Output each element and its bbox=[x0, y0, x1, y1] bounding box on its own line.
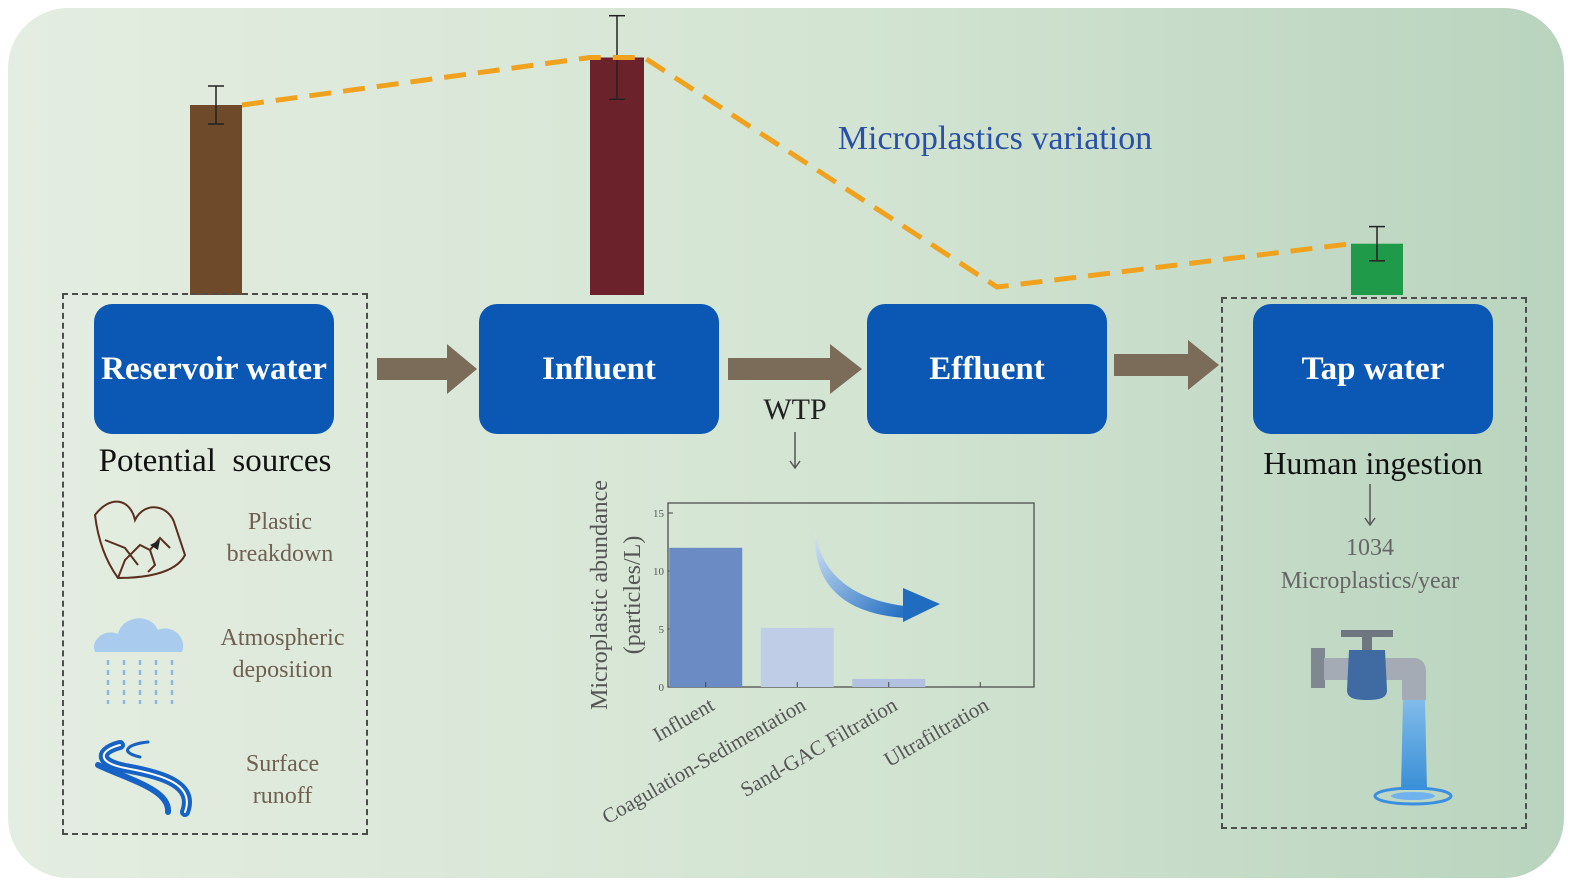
chart-x-axis: InfluentCoagulation-SedimentationSand-GA… bbox=[598, 682, 993, 829]
plastic-bag-icon bbox=[93, 500, 187, 580]
decrease-curve-arrow bbox=[814, 530, 940, 622]
variation-bar-reservoir bbox=[190, 105, 242, 295]
flow-arrow-reservoir-influent bbox=[377, 344, 477, 394]
wtp-bar-chart: 0 5 10 15 InfluentCoagulation-Sedimentation… bbox=[587, 480, 1035, 829]
error-bar-reservoir bbox=[208, 85, 224, 125]
diagram-title: Microplastics variation bbox=[837, 120, 1153, 157]
background-panel bbox=[8, 8, 1564, 878]
wtp-down-arrow bbox=[789, 432, 801, 470]
chart-bar-0 bbox=[669, 547, 743, 687]
human-ingestion-frame bbox=[1221, 297, 1527, 829]
rain-cloud-icon bbox=[94, 618, 184, 704]
source-surface-runoff: Surface runoff bbox=[200, 748, 365, 812]
source-atmospheric-deposition: Atmospheric deposition bbox=[200, 622, 365, 686]
chart-ylabel-line2: (particles/L) bbox=[620, 536, 646, 655]
faucet-icon bbox=[1311, 630, 1453, 806]
ingestion-down-arrow bbox=[1364, 484, 1376, 527]
chart-ytick-label-2: 10 bbox=[653, 566, 665, 578]
variation-bars bbox=[190, 14, 1403, 295]
stage-box-influent: Influent bbox=[479, 304, 719, 434]
potential-sources-heading: Potential sources bbox=[98, 443, 332, 479]
variation-trend-line bbox=[241, 55, 1352, 290]
river-icon bbox=[95, 740, 192, 817]
chart-frame bbox=[667, 502, 1035, 688]
chart-xtick-label-3: Ultrafiltration bbox=[880, 692, 993, 771]
stage-box-effluent: Effluent bbox=[867, 304, 1107, 434]
source-plastic-breakdown: Plastic breakdown bbox=[200, 506, 360, 570]
source-plastic-line2: breakdown bbox=[226, 541, 334, 567]
ingestion-unit: Microplastics/year bbox=[1280, 568, 1460, 594]
wtp-label: WTP bbox=[763, 393, 827, 426]
chart-ylabel-line1: Microplastic abundance bbox=[587, 480, 613, 710]
flow-arrow-influent-effluent bbox=[728, 344, 862, 394]
chart-bar-1 bbox=[760, 627, 834, 687]
source-runoff-line2: runoff bbox=[252, 783, 313, 809]
source-atmospheric-line2: deposition bbox=[232, 657, 333, 683]
ingestion-value: 1034 bbox=[1346, 535, 1394, 561]
chart-xtick-label-0: Influent bbox=[649, 692, 719, 746]
source-atmospheric-line1: Atmospheric bbox=[220, 625, 345, 651]
chart-ytick-label-1: 5 bbox=[659, 624, 665, 636]
chart-ytick-label-0: 0 bbox=[659, 682, 665, 694]
source-runoff-line1: Surface bbox=[245, 751, 320, 777]
error-bar-tap bbox=[1369, 225, 1385, 262]
human-ingestion-heading: Human ingestion bbox=[1263, 445, 1483, 481]
stage-box-tap-water: Tap water bbox=[1253, 304, 1493, 434]
chart-ytick-label-3: 15 bbox=[653, 508, 665, 520]
flow-arrow-effluent-tap bbox=[1114, 340, 1219, 390]
chart-bars bbox=[669, 547, 926, 687]
potential-sources-frame bbox=[62, 293, 368, 835]
chart-xtick-label-2: Sand-GAC Filtration bbox=[736, 692, 902, 801]
source-plastic-line1: Plastic bbox=[248, 509, 312, 535]
stage-box-reservoir-water: Reservoir water bbox=[94, 304, 334, 434]
